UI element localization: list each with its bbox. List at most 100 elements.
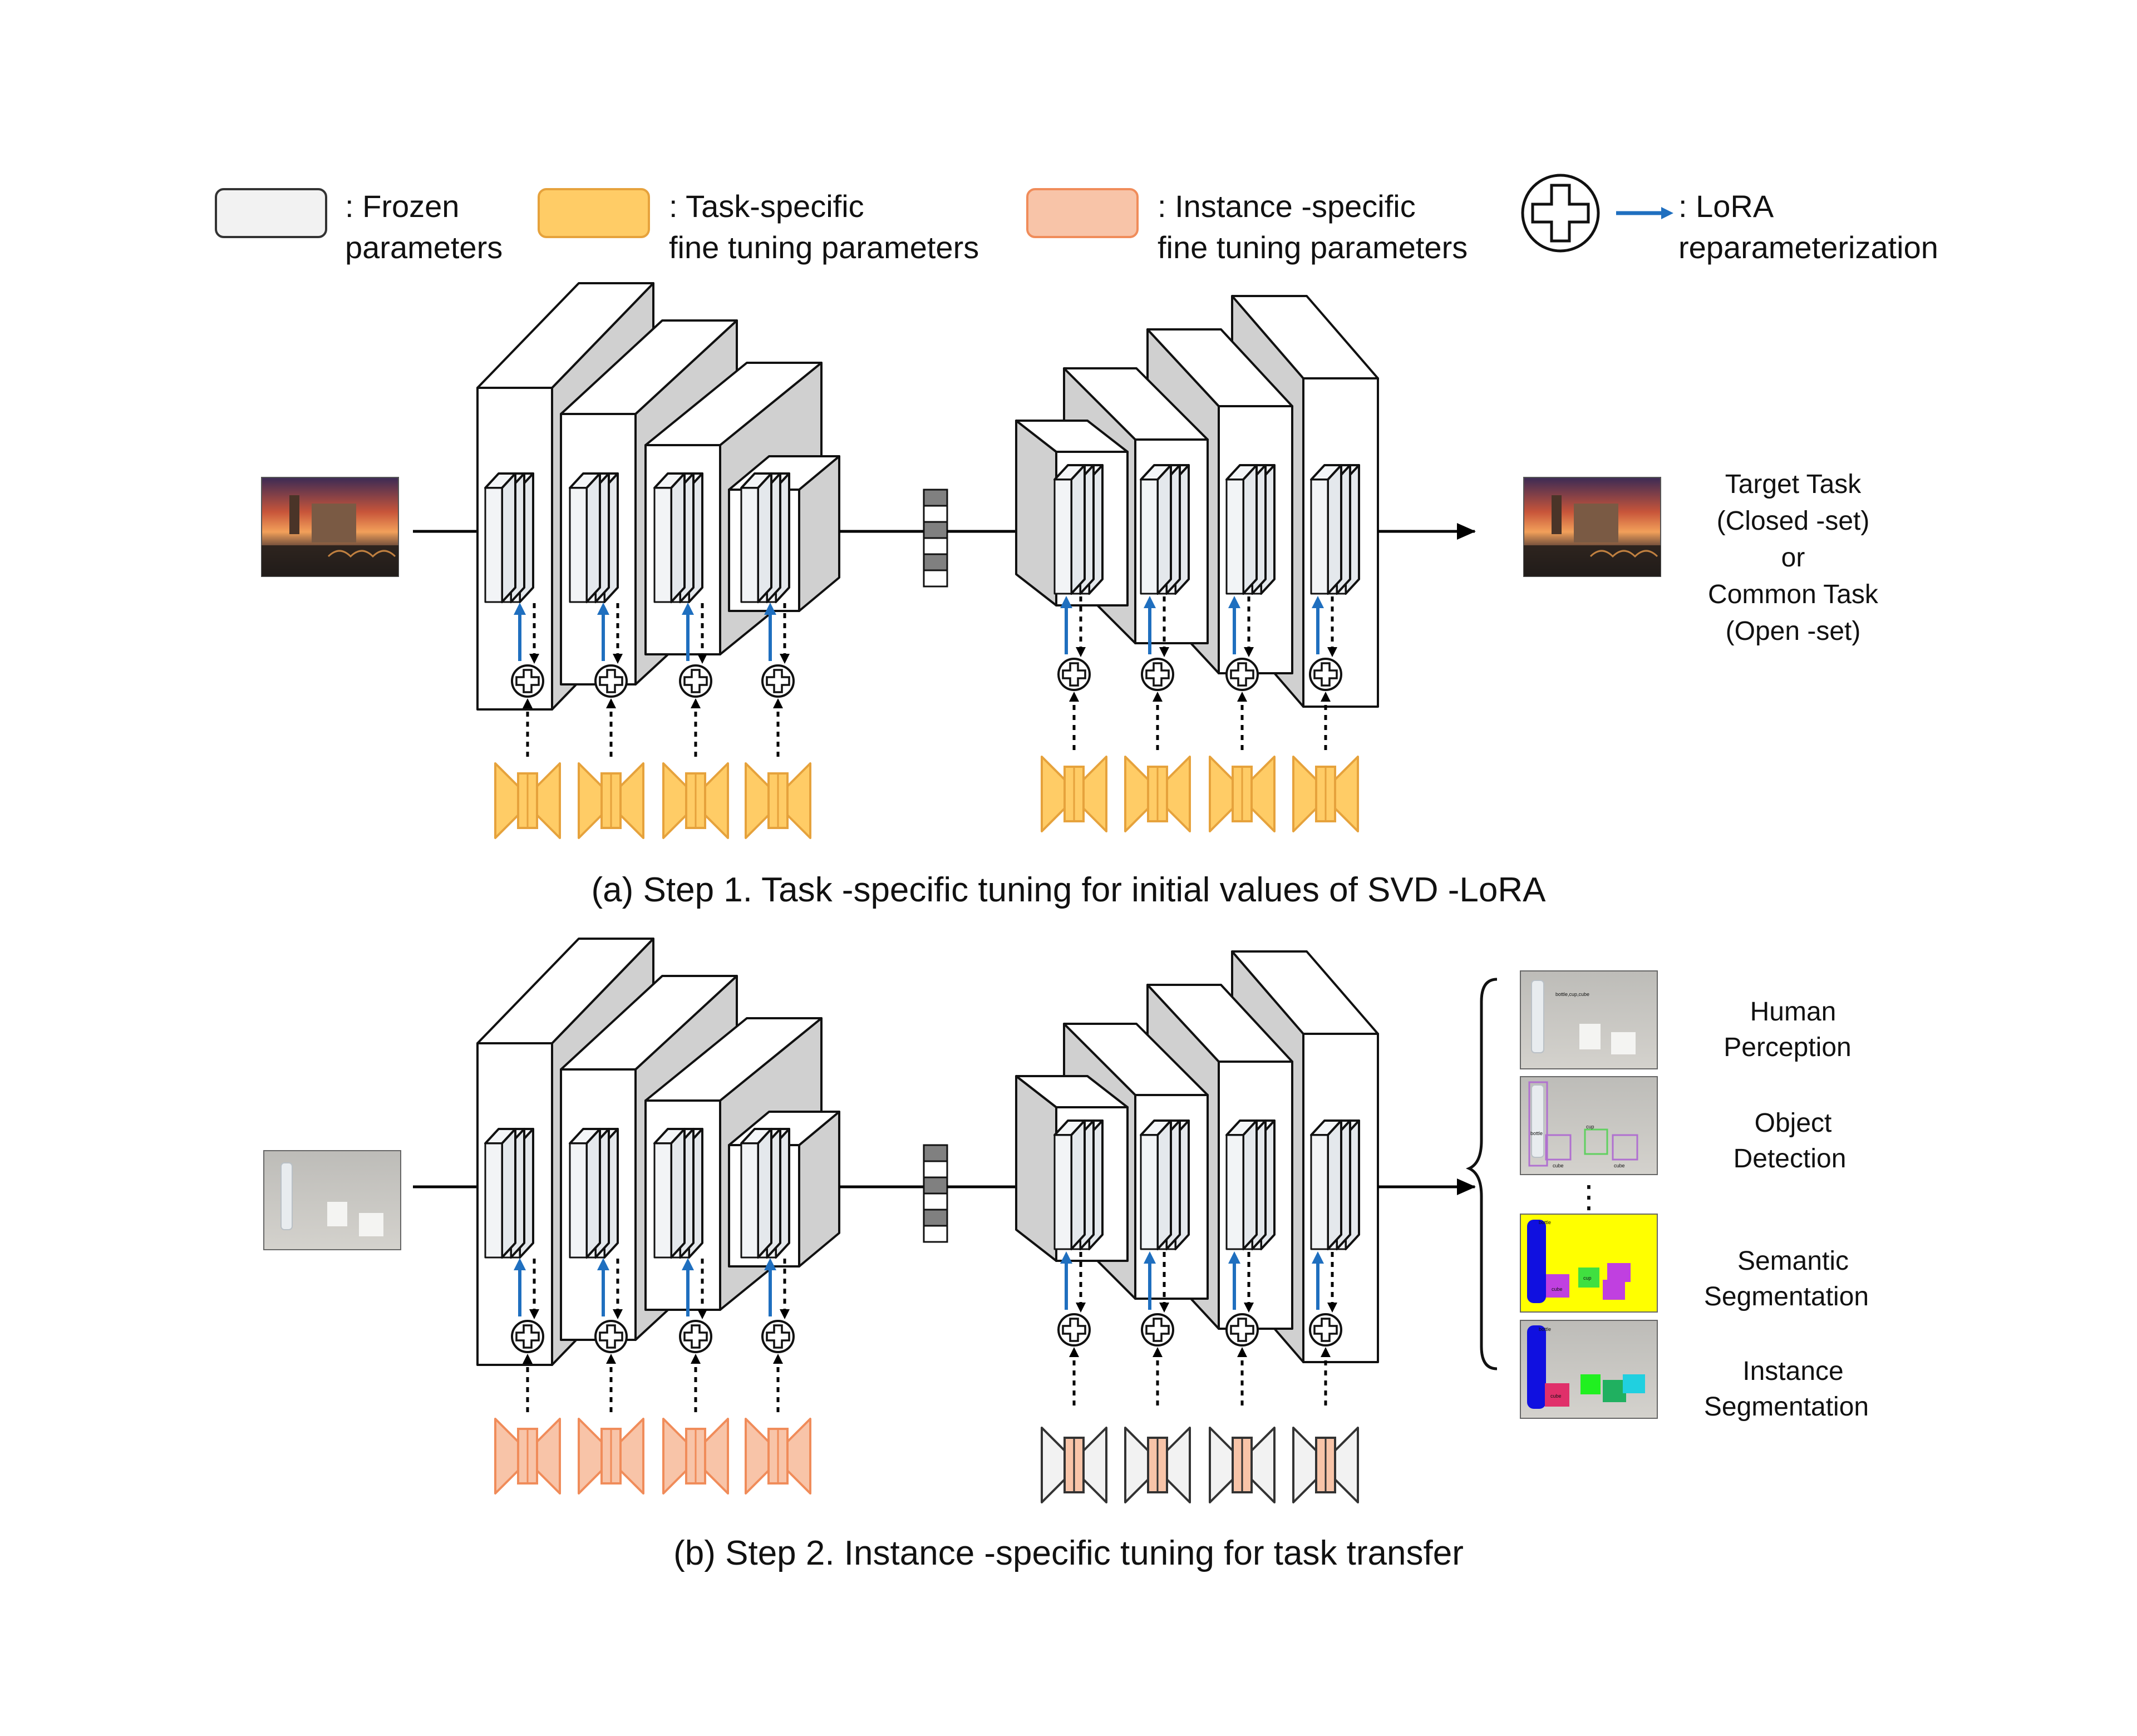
legend-task-label-2: fine tuning parameters (669, 230, 979, 265)
encoder-layers-2-plate-front (569, 1142, 588, 1259)
legend-task-label: : Task-specific (669, 189, 864, 224)
output-labels-b: Human Perception Object Detection Semant… (1704, 997, 1869, 1422)
output-b-label-2b: Detection (1734, 1144, 1847, 1173)
detection-label-cube-1: cube (1553, 1163, 1564, 1168)
input-image-b (263, 1150, 401, 1250)
panel-b (413, 938, 1476, 1503)
decoder-layers-1-plate-side (1070, 464, 1086, 595)
lora-adapter (1292, 756, 1359, 832)
output-b-label-4b: Segmentation (1704, 1392, 1869, 1422)
plus-circle-icon (1309, 1313, 1342, 1347)
output-image-semantic: bottle cup cube (1520, 1214, 1658, 1313)
output-line-5: (Open -set) (1726, 617, 1861, 646)
encoder-layers-1-plate-side (501, 472, 516, 603)
decoder-lora-1 (1041, 1251, 1107, 1503)
legend-instance-label: : Instance -specific (1158, 189, 1416, 224)
output-ellipsis: ⋮ (1573, 1179, 1604, 1214)
output-b-label-3a: Semantic (1737, 1246, 1849, 1276)
encoder-lora-3 (662, 603, 729, 839)
lora-adapter (494, 762, 561, 839)
lora-adapter (1292, 1427, 1359, 1503)
plus-circle-icon (1057, 1313, 1091, 1347)
decoder-layers-2-plate-front (1140, 1134, 1159, 1250)
legend: : Frozen parameters : Task-specific fine… (215, 174, 1938, 265)
encoder-layers-3-plate-side (670, 1128, 686, 1259)
lora-adapter (1209, 1427, 1276, 1503)
decoder-layers-4 (1310, 464, 1360, 595)
instance-label-bottle: bottle (1539, 1326, 1551, 1332)
plus-circle-icon (1225, 658, 1259, 691)
legend-instance-label-2: fine tuning parameters (1158, 230, 1468, 265)
detection-label-bottle: bottle (1530, 1131, 1543, 1136)
lora-adapter (662, 762, 729, 839)
decoder-lora-3 (1209, 1251, 1276, 1503)
legend-instance-swatch (1026, 188, 1139, 238)
encoder-layers-1 (484, 1128, 534, 1259)
panel-a (413, 282, 1476, 839)
encoder-layers-1-plate-front (484, 1142, 503, 1259)
decoder-layers-4-plate-side (1327, 464, 1342, 595)
caption-a: (a) Step 1. Task -specific tuning for in… (592, 871, 1547, 909)
decoder-layers-1 (1053, 1119, 1104, 1250)
encoder-lora-2 (578, 603, 644, 839)
encoder-layers-3-plate-front (653, 487, 672, 603)
instance-label-cube: cube (1550, 1393, 1562, 1399)
encoder-layers-3 (653, 1128, 703, 1259)
output-line-4: Common Task (1708, 580, 1879, 609)
decoder-layers-4 (1310, 1119, 1360, 1250)
encoder-layers-4-plate-side (757, 472, 772, 603)
plus-circle-icon (594, 1320, 628, 1353)
latent-token-stack (923, 489, 948, 588)
encoder-layers-4-plate-front (740, 487, 759, 603)
decoder-layers-4-plate-front (1310, 1134, 1329, 1250)
plus-circle-icon (1141, 658, 1174, 691)
legend-lora-label-2: reparameterization (1678, 230, 1938, 265)
semantic-label-cup: cup (1583, 1275, 1592, 1281)
decoder-lora-4 (1292, 596, 1359, 832)
decoder-layers-1-plate-front (1053, 1134, 1072, 1250)
output-line-2: (Closed -set) (1717, 506, 1870, 536)
lora-adapter (1041, 1427, 1107, 1503)
plus-circle-icon (1225, 1313, 1259, 1347)
decoder-layers-2-plate-side (1156, 1119, 1172, 1250)
lora-adapter (745, 1418, 811, 1495)
lora-adapter (662, 1418, 729, 1495)
encoder-layers-2 (569, 472, 619, 603)
decoder-layers-3 (1225, 1119, 1276, 1250)
output-image-detection: bottle cup cube cube (1520, 1076, 1658, 1175)
output-image-instance: bottle cube (1520, 1320, 1658, 1419)
decoder-layers-3-plate-side (1242, 1119, 1258, 1250)
encoder-layers-2-plate-front (569, 487, 588, 603)
output-b-label-4a: Instance (1742, 1357, 1843, 1386)
decoder-lora-2 (1124, 596, 1191, 832)
decoder-layers-4-plate-front (1310, 479, 1329, 595)
decoder-layers-2 (1140, 464, 1190, 595)
encoder-layers-4-plate-side (757, 1128, 772, 1259)
semantic-label-bottle: bottle (1539, 1220, 1551, 1225)
encoder-lora-3 (662, 1258, 729, 1495)
legend-lora-label: : LoRA (1678, 189, 1774, 224)
plus-circle-icon (1057, 658, 1091, 691)
plus-circle-icon (1521, 174, 1600, 253)
encoder-layers-1-plate-front (484, 487, 503, 603)
decoder-lora-1 (1041, 596, 1107, 832)
lora-adapter (1041, 756, 1107, 832)
encoder-layers-1-plate-side (501, 1128, 516, 1259)
encoder-layers-2-plate-side (585, 472, 601, 603)
lora-adapter (1124, 1427, 1191, 1503)
decoder-layers-1-plate-front (1053, 479, 1072, 595)
decoder-layers-3 (1225, 464, 1276, 595)
human-image-caption: bottle,cup,cube (1555, 992, 1589, 997)
input-image-a (261, 477, 399, 577)
encoder-layers-4-plate-front (740, 1142, 759, 1259)
decoder-layers-4-plate-side (1327, 1119, 1342, 1250)
legend-frozen-label-2: parameters (345, 230, 503, 265)
decoder-layers-3-plate-side (1242, 464, 1258, 595)
semantic-label-cube: cube (1552, 1286, 1563, 1292)
lora-adapter (745, 762, 811, 839)
output-text-a: Target Task (Closed -set) or Common Task… (1708, 470, 1879, 646)
detection-label-cup: cup (1586, 1124, 1594, 1130)
encoder-lora-4 (745, 1258, 811, 1495)
decoder-lora-3 (1209, 596, 1276, 832)
